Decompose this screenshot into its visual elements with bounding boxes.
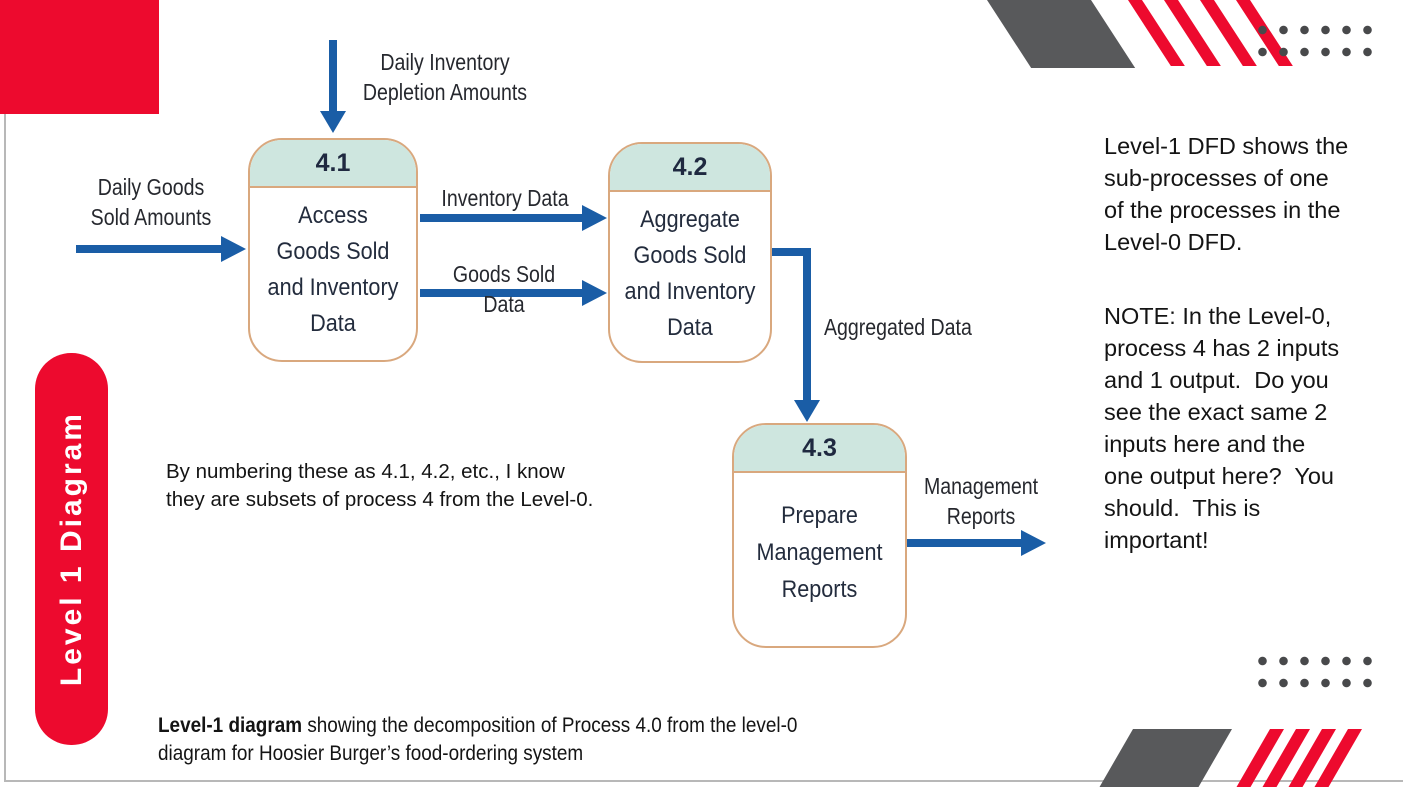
flow-arrow-goods-sold-data-head (582, 280, 607, 306)
process-4-2: 4.2 Aggregate Goods Sold and Inventory D… (608, 142, 772, 363)
process-4-3-number: 4.3 (734, 425, 905, 473)
flow-arrow-management-shaft (907, 539, 1022, 547)
decor-dots-bottom-right (1252, 650, 1379, 694)
process-4-3: 4.3 Prepare Management Reports (732, 423, 907, 648)
level-1-diagram-banner: Level 1 Diagram (35, 353, 108, 745)
right-note-paragraph-2: NOTE: In the Level-0, process 4 has 2 in… (1104, 303, 1340, 553)
flow-arrow-depletion-head (320, 111, 346, 133)
flow-arrow-daily-goods-head (221, 236, 246, 262)
decor-parallelogram-bottom (1099, 729, 1232, 787)
caption-rest: showing the decomposition of Process 4.0… (158, 713, 798, 765)
flow-arrow-aggregated-shaft-v (803, 248, 811, 402)
flow-arrow-inventory-data-head (582, 205, 607, 231)
slide-border-bottom (4, 780, 1403, 782)
process-4-2-name: Aggregate Goods Sold and Inventory Data (624, 206, 756, 341)
flow-label-aggregated: Aggregated Data (824, 314, 972, 340)
process-4-1-name: Access Goods Sold and Inventory Data (267, 202, 399, 337)
process-4-1: 4.1 Access Goods Sold and Inventory Data (248, 138, 418, 362)
process-4-3-name: Prepare Management Reports (756, 502, 883, 603)
side-note: By numbering these as 4.1, 4.2, etc., I … (166, 460, 594, 511)
flow-arrow-goods-sold-data-shaft (420, 289, 583, 297)
flow-arrow-management-head (1021, 530, 1046, 556)
flow-label-daily-goods: Daily Goods Sold Amounts (90, 174, 212, 230)
right-note-paragraph-1: Level-1 DFD shows the sub-processes of o… (1104, 133, 1349, 255)
caption-bold: Level-1 diagram (158, 713, 303, 737)
red-corner-block (0, 0, 159, 114)
caption: Level-1 diagram showing the decompositio… (158, 711, 950, 767)
process-4-1-number: 4.1 (250, 140, 416, 188)
banner-label: Level 1 Diagram (54, 411, 88, 687)
decor-dots-top-right (1252, 19, 1379, 63)
flow-label-goods-sold-data: Goods Sold Data (452, 261, 556, 317)
slide-border-left (4, 114, 6, 781)
flow-label-depletion: Daily Inventory Depletion Amounts (362, 49, 528, 105)
flow-arrow-daily-goods-shaft (76, 245, 222, 253)
decor-parallelogram-top (987, 0, 1136, 68)
flow-arrow-aggregated-shaft-h (772, 248, 811, 256)
flow-arrow-aggregated-head (794, 400, 820, 422)
flow-arrow-depletion-shaft (329, 40, 337, 114)
flow-label-management: Management Reports (923, 473, 1039, 529)
flow-label-inventory-data: Inventory Data (441, 185, 569, 211)
process-4-2-number: 4.2 (610, 144, 770, 192)
flow-arrow-inventory-data-shaft (420, 214, 583, 222)
